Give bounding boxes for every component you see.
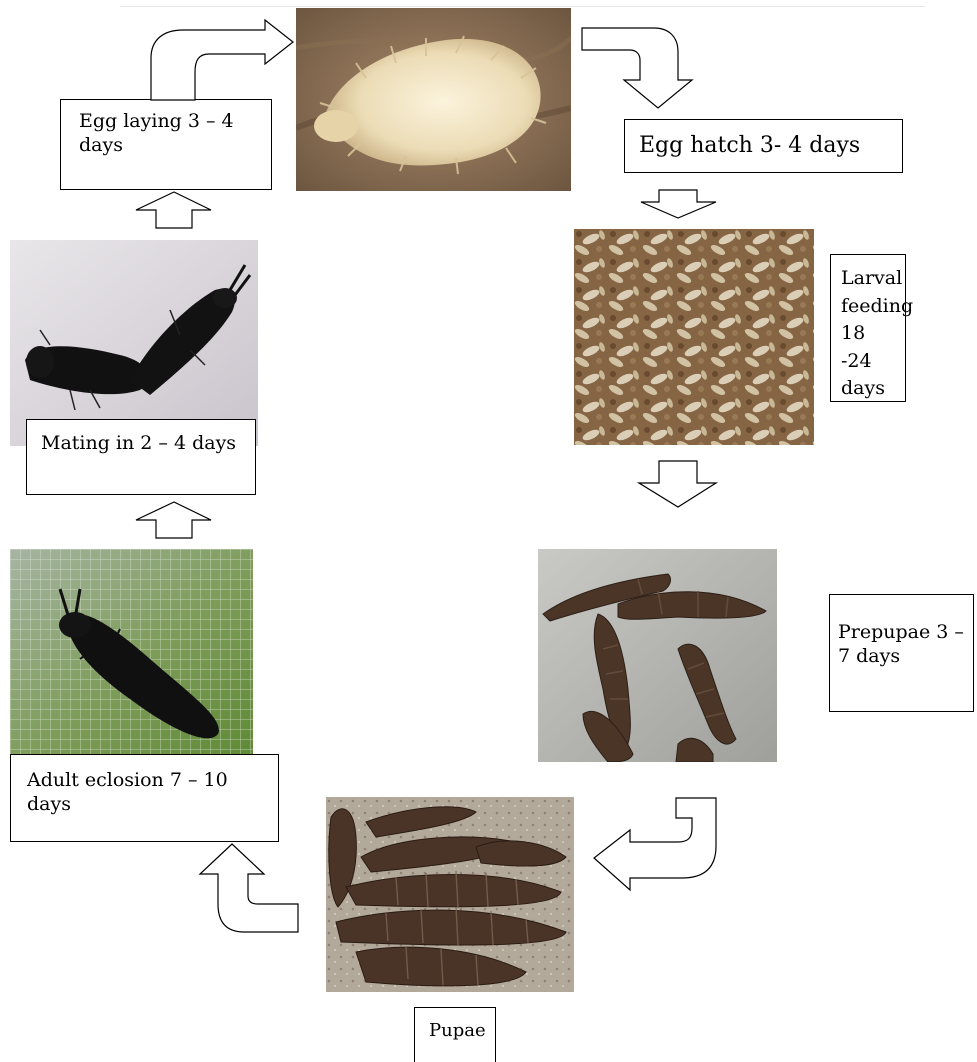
pupae-label: Pupae	[414, 1007, 496, 1062]
top-rule	[120, 6, 925, 7]
adult-eclosion-text: Adult eclosion 7 – 10 days	[27, 769, 228, 815]
egg-laying-label: Egg laying 3 – 4 days	[60, 99, 272, 190]
pupae-photo	[326, 797, 574, 992]
mating-label: Mating in 2 – 4 days	[26, 419, 256, 495]
prepupae-text: Prepupae 3 – 7 days	[838, 621, 964, 667]
curved-arrow-to-adult	[196, 840, 302, 936]
down-arrow-to-prepupae	[637, 459, 719, 509]
prepupae-photo	[538, 549, 777, 762]
adult-fly-on-mesh-photo	[10, 549, 253, 755]
mating-text: Mating in 2 – 4 days	[41, 432, 236, 454]
larval-feeding-label: Larval feeding 18 -24 days	[830, 254, 906, 402]
curved-arrow-to-eggs	[145, 18, 297, 102]
prepupae-label: Prepupae 3 – 7 days	[829, 594, 974, 712]
curved-arrow-to-pupae	[592, 796, 720, 892]
larval-feeding-text: Larval feeding 18 -24 days	[841, 267, 913, 399]
egg-laying-text: Egg laying 3 – 4 days	[79, 110, 234, 156]
curved-arrow-to-egg-hatch	[580, 26, 696, 110]
egg-hatch-text: Egg hatch 3- 4 days	[639, 133, 860, 158]
up-arrow-to-egg-laying	[134, 190, 214, 230]
down-arrow-to-larvae	[639, 188, 719, 220]
adult-eclosion-label: Adult eclosion 7 – 10 days	[10, 754, 279, 842]
egg-hatch-label: Egg hatch 3- 4 days	[624, 119, 903, 173]
pupae-text: Pupae	[429, 1020, 486, 1041]
up-arrow-to-mating	[134, 500, 214, 540]
larvae-photo	[574, 229, 814, 445]
mating-flies-photo	[10, 240, 258, 446]
egg-cluster-photo	[296, 8, 571, 191]
